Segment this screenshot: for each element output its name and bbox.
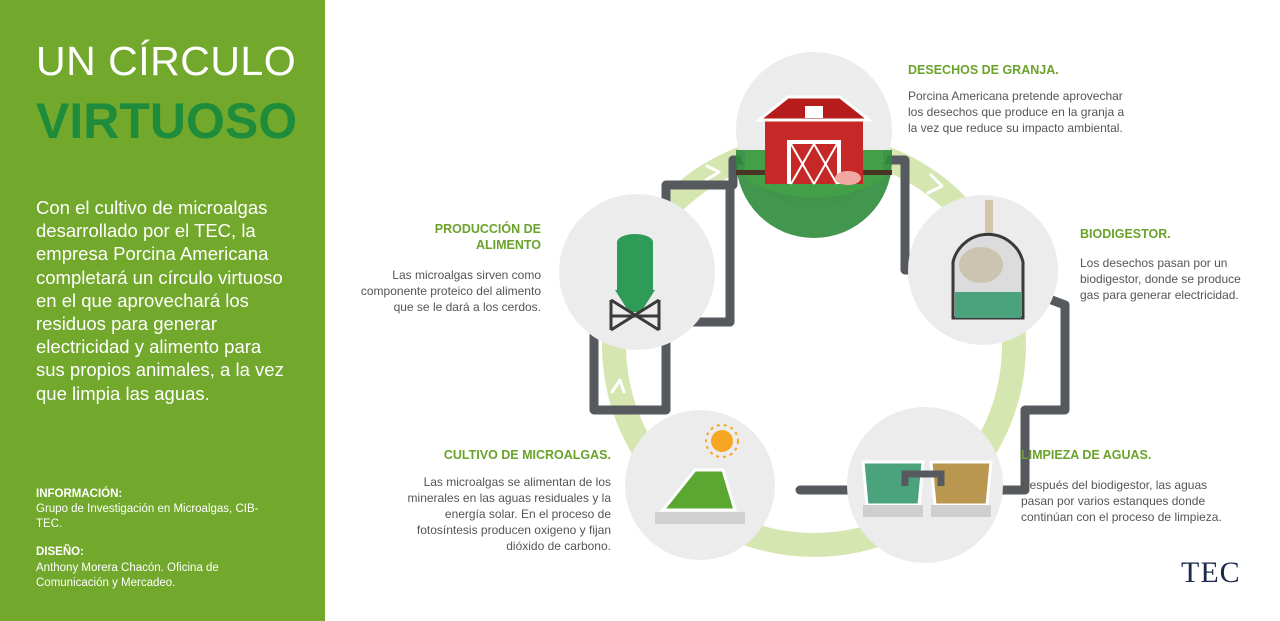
biodigester-body: Los desechos pasan por un biodigestor, d…	[1080, 256, 1241, 302]
water-tanks-illustration	[861, 460, 993, 517]
food-title: PRODUCCIÓN DE ALIMENTO	[434, 222, 541, 252]
info-heading: INFORMACIÓN:	[36, 488, 123, 500]
barn-illustration	[736, 95, 892, 238]
design-body: Anthony Morera Chacón. Oficina de Comuni…	[36, 562, 219, 589]
info-body: Grupo de Investigación en Microalgas, CI…	[36, 503, 259, 530]
intro-text: Con el cultivo de microalgas desarrollad…	[36, 197, 284, 404]
algae-pond-illustration	[655, 424, 745, 524]
water-circle	[847, 407, 1003, 563]
design-heading: DISEÑO:	[36, 546, 84, 558]
sidebar-panel: UN CÍRCULO VIRTUOSO Con el cultivo de mi…	[0, 0, 325, 621]
biodigester-illustration	[951, 200, 1025, 320]
biodigester-title: BIODIGESTOR.	[1080, 227, 1171, 241]
food-body: Las microalgas sirven como componente pr…	[360, 268, 541, 314]
farm-title: DESECHOS DE GRANJA.	[908, 63, 1059, 77]
water-body: Después del biodigestor, las aguas pasan…	[1021, 478, 1222, 524]
water-title: LIMPIEZA DE AGUAS.	[1021, 448, 1152, 462]
cycle-graphic	[559, 52, 1070, 563]
algae-body: Las microalgas se alimentan de los miner…	[407, 475, 611, 553]
title-line-1: UN CÍRCULO	[36, 38, 297, 84]
ring-arrows	[610, 164, 993, 531]
farm-body: Porcina Americana pretende aprovechar lo…	[908, 89, 1125, 135]
title-line-2: VIRTUOSO	[36, 93, 298, 149]
cycle-diagram: DESECHOS DE GRANJA. Porcina Americana pr…	[325, 0, 1280, 621]
tec-logo: TEC	[1181, 556, 1241, 589]
silo-illustration	[609, 234, 661, 332]
algae-title: CULTIVO DE MICROALGAS.	[443, 448, 611, 462]
